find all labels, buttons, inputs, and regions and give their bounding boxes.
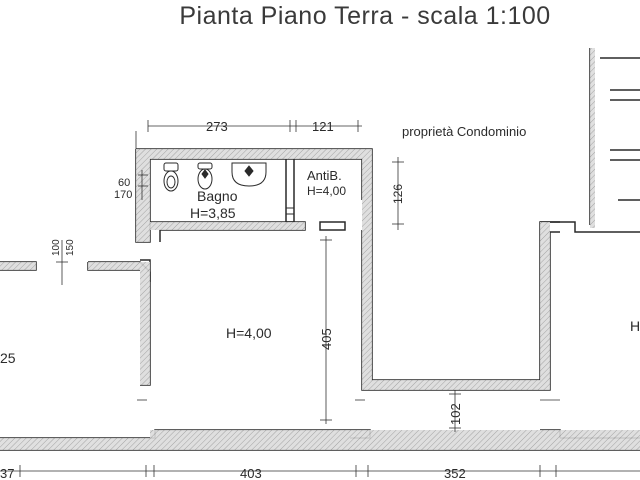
bidet-icon [197, 162, 213, 190]
page-title: Pianta Piano Terra - scala 1:100 [179, 2, 551, 30]
bathroom-height-label: H=3,85 [190, 205, 236, 221]
antib-name-label: AntiB. [307, 168, 342, 183]
dim-150: 150 [65, 239, 76, 256]
dim-37: 37 [0, 466, 14, 480]
bathroom-name-label: Bagno [197, 188, 238, 204]
dimension-lines [0, 120, 640, 477]
toilet-icon [163, 162, 179, 192]
antib-bottom-wall [319, 221, 346, 231]
dim-100: 100 [51, 239, 62, 256]
main-room-right-wall-outer [371, 200, 560, 381]
right-room-partial-label: H [630, 318, 640, 334]
antib-height-label: H=4,00 [307, 184, 346, 198]
wall-hatching [0, 48, 640, 450]
main-room-right-wall-inner [361, 230, 560, 391]
dim-352: 352 [444, 466, 466, 480]
dim-405: 405 [319, 328, 334, 350]
left-room-partial-label: 25 [0, 350, 16, 366]
dim-403: 403 [240, 466, 262, 480]
main-room-height-label: H=4,00 [226, 325, 272, 341]
owner-label: proprietà Condominio [402, 124, 526, 139]
dim-102: 102 [448, 403, 463, 425]
bathroom-antib-partition [285, 159, 295, 223]
dim-170: 170 [114, 189, 132, 201]
bathroom-fixtures [163, 162, 294, 215]
antib-door-icon [286, 207, 294, 215]
dim-126: 126 [391, 184, 405, 204]
right-block-wall-step [540, 221, 640, 233]
right-block-stair [610, 89, 640, 201]
sink-icon [231, 162, 267, 187]
dim-60: 60 [118, 177, 130, 189]
dim-121: 121 [312, 119, 334, 134]
dim-273: 273 [206, 119, 228, 134]
